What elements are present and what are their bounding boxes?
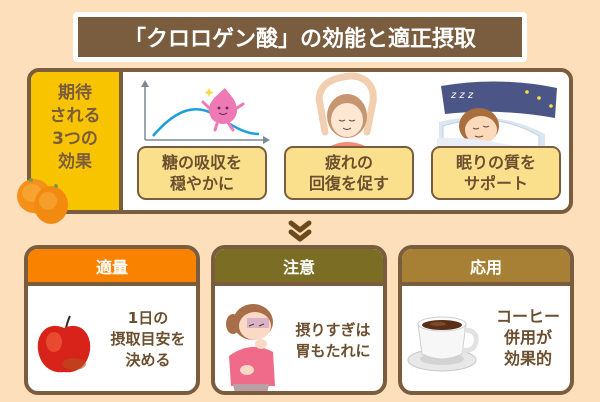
card-application: 応用 コーヒー 併用が 効果的 (398, 245, 574, 395)
side-label-line: される (49, 106, 101, 126)
page-title: 「クロロゲン酸」の効能と適正摂取 (78, 17, 522, 57)
benefit-label-fatigue-recovery: 疲れの 回復を促す (284, 146, 414, 200)
card-header-caution: 注意 (215, 249, 383, 286)
oranges-icon (17, 178, 68, 224)
card-text-appropriate-amount: 1日の 摂取目安を 決める (110, 309, 186, 369)
benefit-fatigue-recovery: 疲れの 回復を促す (277, 72, 421, 210)
expected-effects-panel: 期待 される 3つの 効果 糖の (27, 68, 573, 214)
woman-feeling-sick-icon (226, 304, 275, 391)
apple-icon (37, 315, 91, 373)
svg-text:z z z: z z z (450, 90, 474, 101)
card-caution: 注意 摂りすぎは 胃もたれに (211, 245, 387, 395)
blood-sugar-graph-icon (141, 80, 270, 144)
benefit-label-sleep-quality: 眠りの質を サポート (431, 146, 561, 200)
double-chevron-down-icon (288, 220, 312, 242)
droplet-character-icon (201, 88, 245, 132)
coffee-cup-icon (407, 316, 479, 372)
title-frame: 「クロロゲン酸」の効能と適正摂取 (73, 12, 527, 62)
benefit-label-blood-sugar: 糖の吸収を 穏やかに (137, 146, 267, 200)
card-header-application: 応用 (402, 249, 570, 286)
card-header-appropriate-amount: 適量 (28, 249, 196, 286)
benefit-sleep-quality: z z z 眠りの質を サポート (421, 72, 569, 210)
card-appropriate-amount: 適量 1日の 摂取目安を 決める (24, 245, 200, 395)
side-label-line: 期待 (58, 83, 92, 103)
side-label-line: 3つの (52, 129, 98, 149)
card-text-caution: 摂りすぎは 胃もたれに (295, 321, 371, 360)
benefit-blood-sugar: 糖の吸収を 穏やかに (127, 72, 277, 210)
card-text-application: コーヒー 併用が 効果的 (495, 307, 560, 368)
side-label-line: 効果 (58, 152, 92, 172)
